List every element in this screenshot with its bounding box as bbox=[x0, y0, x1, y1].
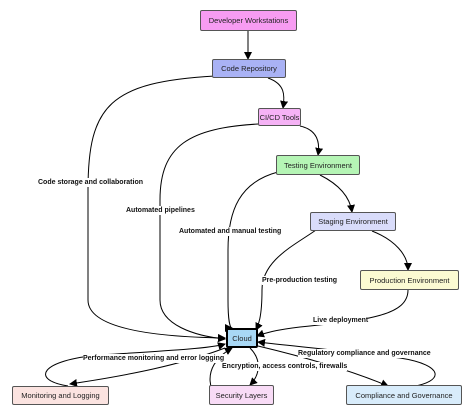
edge-repo-to-cloud bbox=[87, 75, 226, 342]
edge-testing-to-cloud bbox=[224, 171, 279, 332]
node-label: Cloud bbox=[232, 333, 252, 343]
edge-label-preproduction-testing: Pre-production testing bbox=[262, 276, 338, 285]
node-security-layers[interactable]: Security Layers bbox=[209, 385, 274, 405]
edge-cloud-to-monitoring bbox=[69, 347, 226, 387]
node-monitoring-and-logging[interactable]: Monitoring and Logging bbox=[12, 386, 109, 405]
node-compliance-and-governance[interactable]: Compliance and Governance bbox=[346, 385, 462, 405]
node-label: Compliance and Governance bbox=[355, 390, 453, 400]
node-label: Monitoring and Logging bbox=[21, 391, 100, 400]
edge-label-live-deployment: Live deployment bbox=[313, 316, 369, 325]
node-code-repository[interactable]: Code Repository bbox=[212, 59, 286, 78]
node-label: Testing Environment bbox=[284, 160, 352, 170]
node-staging-environment[interactable]: Staging Environment bbox=[310, 212, 396, 231]
node-label: Developer Workstations bbox=[208, 16, 289, 25]
edge-label-automated-testing: Automated and manual testing bbox=[179, 227, 282, 236]
edge-cicd-to-cloud bbox=[159, 123, 259, 343]
edge-staging-to-production bbox=[371, 230, 412, 271]
node-label: CI/CD Tools bbox=[259, 112, 300, 122]
node-testing-environment[interactable]: Testing Environment bbox=[276, 155, 360, 175]
node-production-environment[interactable]: Production Environment bbox=[360, 270, 459, 290]
edge-staging-to-cloud bbox=[255, 229, 317, 331]
edge-label-code-storage: Code storage and collaboration bbox=[38, 178, 144, 187]
edge-testing-to-staging bbox=[319, 174, 355, 213]
edge-label-automated-pipelines: Automated pipelines bbox=[126, 206, 195, 215]
node-cicd-tools[interactable]: CI/CD Tools bbox=[258, 108, 301, 126]
node-cloud[interactable]: Cloud bbox=[226, 328, 258, 348]
node-label: Production Environment bbox=[369, 275, 450, 285]
node-label: Staging Environment bbox=[318, 217, 388, 226]
edge-repo-to-cicd bbox=[267, 77, 289, 109]
node-developer-workstations[interactable]: Developer Workstations bbox=[200, 10, 297, 31]
edge-label-performance-monitoring: Performance monitoring and error logging bbox=[83, 354, 225, 363]
edge-label-regulatory: Regulatory compliance and governance bbox=[298, 349, 431, 358]
node-label: Security Layers bbox=[215, 390, 268, 400]
edge-label-encryption: Encryption, access controls, firewalls bbox=[222, 362, 348, 371]
edge-production-to-cloud bbox=[256, 289, 409, 338]
edge-monitoring-to-cloud bbox=[45, 342, 226, 387]
node-label: Code Repository bbox=[221, 64, 277, 73]
edge-cicd-to-testing bbox=[299, 125, 324, 156]
